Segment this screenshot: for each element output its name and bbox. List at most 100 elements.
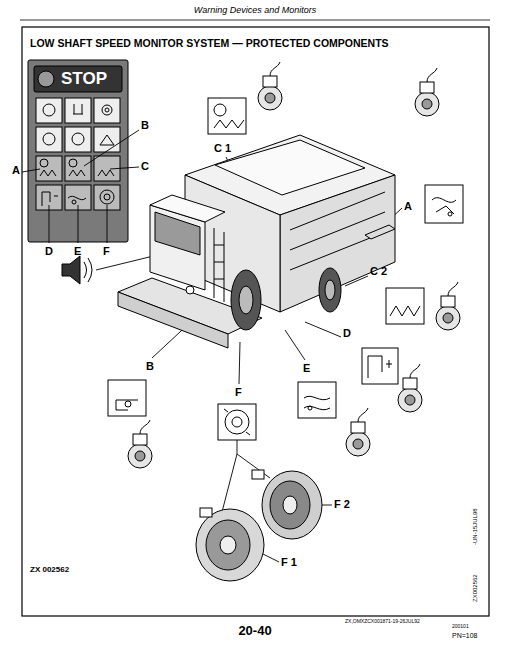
page-rules: [20, 20, 490, 21]
figure-code: ZX002562: [472, 574, 479, 602]
figure-number: ZX 002562: [30, 565, 69, 574]
monitor-panel: [40, 170, 56, 176]
page-code: PN=108: [452, 632, 478, 640]
component-icons: [214, 104, 226, 116]
component-icons: [208, 98, 246, 134]
callout-letter: B: [141, 119, 149, 132]
monitor-panel: [36, 156, 62, 181]
component-icons: [304, 396, 330, 409]
combine-harvester: [365, 225, 395, 239]
speed-sensors: [398, 364, 422, 412]
leader-lines: [110, 167, 139, 169]
monitor-panel: [73, 104, 83, 114]
drive-drums: [200, 508, 212, 517]
component-icons: [232, 417, 242, 427]
component-icons: [308, 406, 312, 410]
monitor-panel: [65, 127, 91, 152]
monitor-panel: [65, 98, 91, 123]
callout-letter: F 2: [334, 498, 350, 511]
component-icons: [362, 348, 398, 384]
monitor-panel: [100, 190, 114, 204]
date-code: 200101: [452, 624, 469, 630]
callout-letter: A: [12, 164, 20, 177]
monitor-panel: [104, 194, 110, 200]
monitor-panel: [72, 200, 76, 204]
component-icons: [368, 356, 392, 378]
combine-harvester: [118, 292, 228, 348]
monitor-panel: [94, 127, 120, 152]
combine-harvester: [325, 280, 335, 300]
figure-code: -UN-15JUL98: [472, 508, 479, 545]
monitor-panel: [100, 135, 114, 145]
component-icons: [125, 401, 131, 407]
monitor-panel: [43, 133, 55, 145]
monitor-panel: [36, 98, 62, 123]
drive-drums: [252, 470, 264, 479]
component-icons: [390, 306, 420, 316]
monitor-panel: [105, 108, 109, 112]
drive-drums: [262, 471, 322, 539]
speed-sensors: [128, 62, 460, 468]
callout-letter: C 2: [370, 265, 387, 278]
callout-letter: F: [235, 386, 242, 399]
monitor-panel: [94, 98, 120, 123]
horn-symbol: [84, 258, 92, 282]
drive-drums: [206, 520, 250, 570]
callout-letter: A: [404, 200, 412, 213]
monitor-panel: [65, 156, 91, 181]
component-icons: [218, 404, 256, 440]
component-icons: [425, 185, 463, 223]
leader-lines: [49, 205, 50, 243]
speed-sensors: [128, 420, 152, 468]
combine-harvester: [290, 192, 385, 230]
speed-sensors: [346, 408, 370, 456]
monitor-panel: [68, 196, 86, 199]
monitor-panel: [38, 71, 54, 87]
drive-drums: [220, 536, 236, 554]
component-icons: [116, 104, 456, 435]
monitor-panel: [36, 127, 62, 152]
callout-letter: B: [146, 360, 154, 373]
stop-text: STOP: [61, 69, 107, 89]
combine-harvester: [118, 135, 395, 348]
monitor-panel: [72, 133, 84, 145]
drive-drums: [283, 496, 297, 514]
leader-lines: [84, 130, 139, 166]
callout-letter: E: [74, 245, 81, 258]
callout-letter: C: [141, 160, 149, 173]
monitor-panel: [69, 170, 85, 176]
drive-drums: [196, 470, 322, 581]
monitor-panel: [28, 60, 128, 242]
combine-harvester: [150, 195, 225, 222]
component-icons: [108, 98, 463, 440]
callout-letter: D: [343, 327, 351, 340]
leader-lines: [285, 330, 305, 360]
component-icons: [214, 120, 244, 128]
horn-symbol: [62, 256, 92, 284]
running-header: Warning Devices and Monitors: [194, 5, 316, 15]
callout-letter: E: [303, 362, 310, 375]
monitor-panel: [43, 104, 55, 116]
monitor-panel: [102, 105, 112, 115]
leader-lines: [78, 205, 79, 243]
combine-harvester: [280, 175, 395, 312]
speed-sensors: [415, 68, 439, 116]
monitor-panel: [98, 170, 114, 176]
combine-harvester: [215, 140, 365, 195]
speed-sensors: [436, 282, 460, 330]
component-icons: [298, 382, 336, 418]
leader-lines: [322, 505, 332, 506]
monitor-panel: [40, 159, 48, 167]
combine-harvester: [231, 270, 261, 330]
speed-sensors: [258, 62, 282, 110]
page-number: 20-40: [238, 624, 271, 639]
leader-lines: [22, 130, 402, 562]
combine-harvester: [290, 212, 385, 250]
leader-lines: [107, 205, 108, 243]
component-icons: [432, 198, 456, 214]
monitor-panel: [34, 66, 122, 92]
combine-harvester: [239, 286, 253, 314]
combine-harvester: [214, 228, 224, 302]
component-icons: [116, 400, 138, 410]
